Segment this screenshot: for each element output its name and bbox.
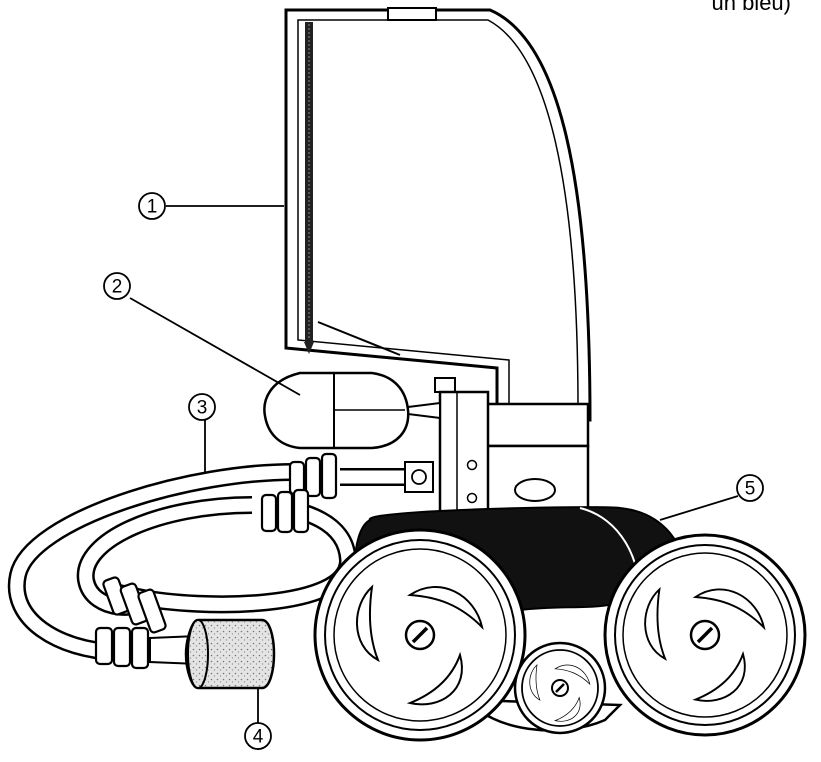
left-wheel (313, 528, 527, 742)
filter-bag (284, 7, 592, 422)
callout-leaders (129, 205, 739, 750)
callout-5: 5 (736, 474, 764, 502)
bag-zipper (304, 22, 314, 354)
svg-text:2: 2 (112, 277, 123, 298)
svg-text:1: 1 (147, 197, 158, 218)
top-note: un bleu) (711, 0, 791, 15)
svg-text:3: 3 (197, 398, 208, 419)
right-wheel (603, 533, 807, 737)
float (263, 371, 441, 450)
callout-4: 4 (244, 722, 272, 750)
hose-scrubber (149, 618, 276, 690)
center-wheel (513, 641, 607, 735)
hose-connectors (94, 452, 434, 670)
callout-1: 1 (138, 192, 166, 220)
svg-text:4: 4 (253, 727, 264, 748)
callout-2: 2 (103, 272, 131, 300)
cleaner-body (434, 377, 590, 518)
svg-text:5: 5 (745, 479, 756, 500)
callout-3: 3 (188, 393, 216, 421)
feed-hose (7, 462, 410, 661)
